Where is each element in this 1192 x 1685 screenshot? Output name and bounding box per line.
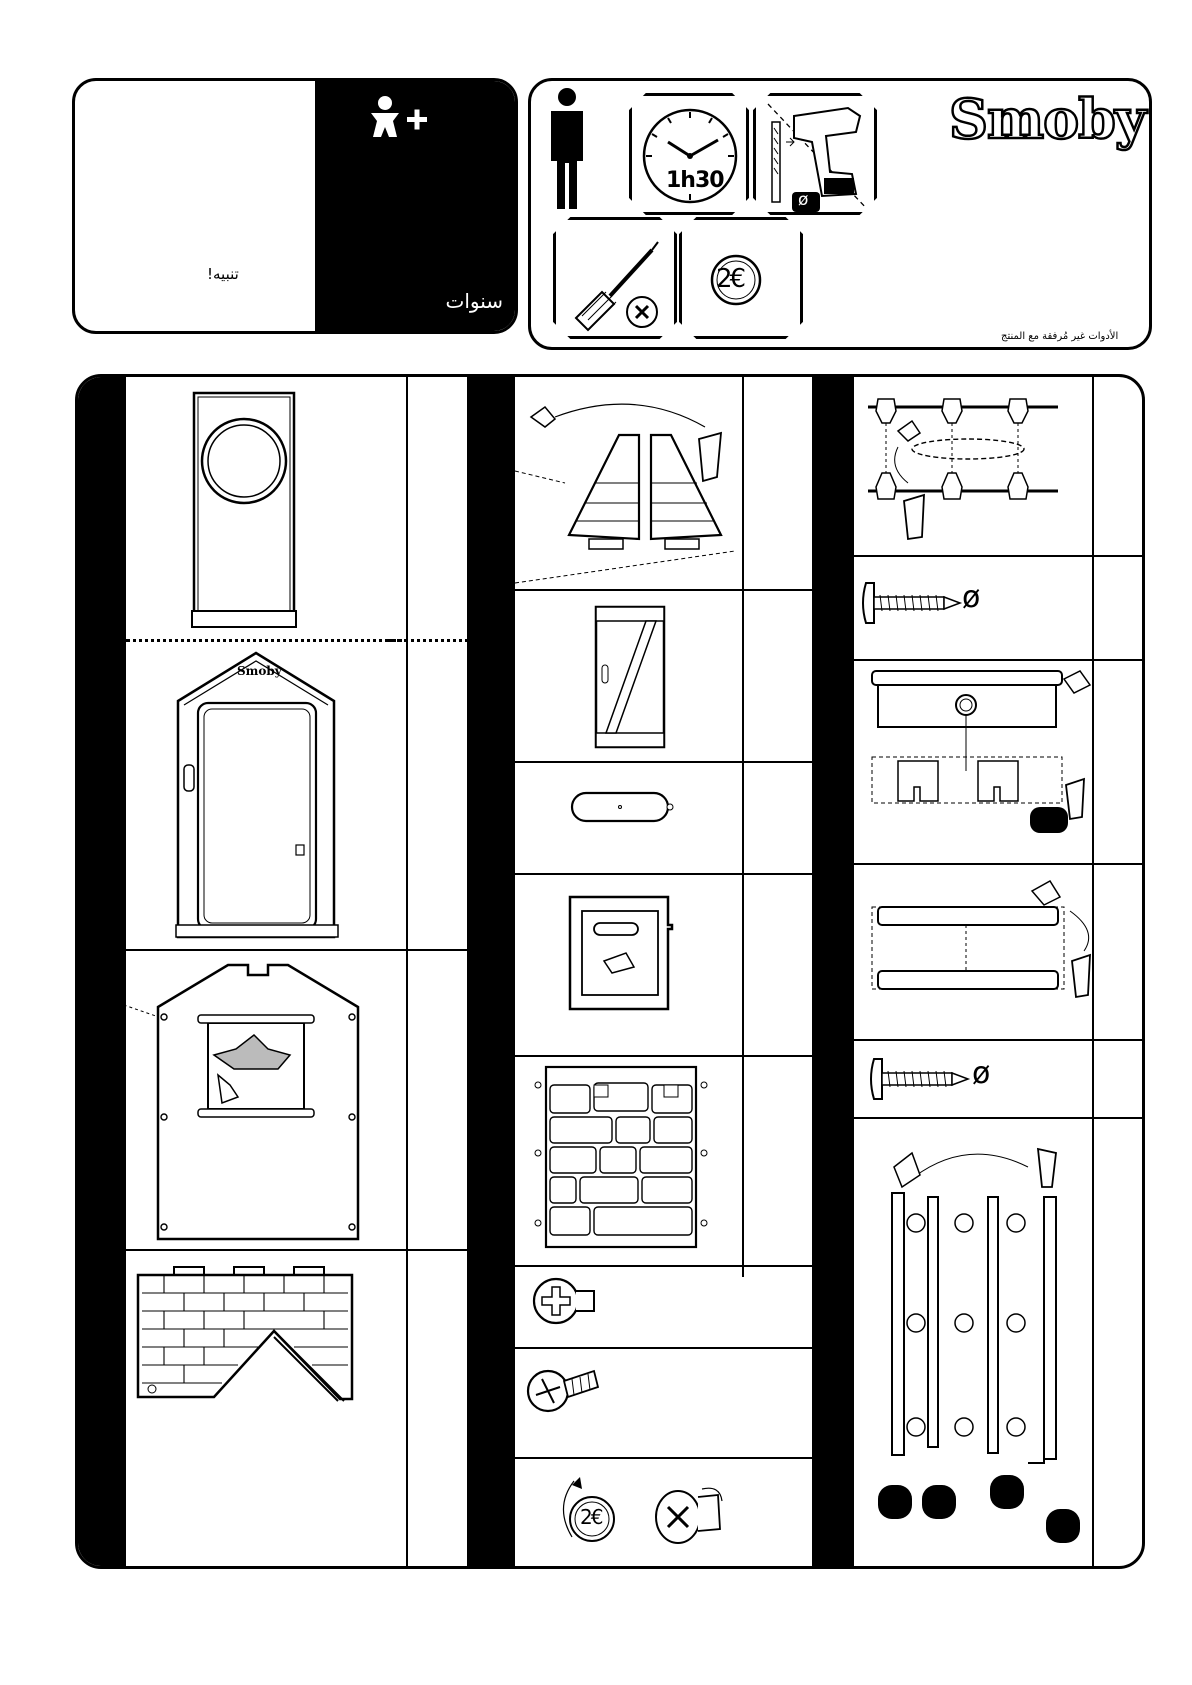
age-unit-label: سنوات bbox=[445, 289, 503, 313]
long-screw-part-2 bbox=[868, 1049, 978, 1109]
parts-sheet: Smoby bbox=[75, 374, 1145, 1569]
back-wall-part bbox=[118, 957, 388, 1243]
child-plus-icon bbox=[367, 95, 437, 141]
warning-panel: سنوات تنبيه! bbox=[72, 78, 518, 334]
door-frame-part bbox=[172, 649, 342, 941]
diameter-symbol-2: ø bbox=[972, 1056, 990, 1091]
rivet-part bbox=[532, 1273, 602, 1329]
brick-gable-part bbox=[134, 1259, 370, 1405]
drill-diameter-symbol: ø bbox=[798, 190, 808, 210]
door-leaf-part bbox=[590, 603, 670, 751]
age-panel: سنوات bbox=[315, 81, 515, 331]
diameter-symbol-1: ø bbox=[962, 580, 980, 615]
fence-rails-part bbox=[868, 1147, 1094, 1467]
coin-label: 2€ bbox=[716, 264, 743, 294]
handle-plate-part bbox=[566, 787, 676, 827]
quantity-badge-rail-2 bbox=[922, 1485, 956, 1519]
rails-part bbox=[858, 871, 1094, 1031]
long-screw-part bbox=[860, 573, 970, 633]
assembly-time-label: 1h30 bbox=[666, 168, 724, 193]
screw-part bbox=[524, 1357, 604, 1417]
quantity-badge-rail-1 bbox=[878, 1485, 912, 1519]
coin-box: 2€ bbox=[679, 217, 803, 339]
coin-label-step: 2€ bbox=[580, 1505, 601, 1529]
clips-part bbox=[858, 387, 1088, 547]
column-2-strip bbox=[467, 377, 515, 1569]
adult-person-icon bbox=[547, 87, 587, 211]
assembly-time-box: 1h30 bbox=[629, 93, 749, 215]
stone-wall-part bbox=[528, 1063, 712, 1253]
coin-unlock-illustration bbox=[552, 1467, 722, 1557]
mailbox-plate-part bbox=[564, 891, 678, 1015]
quantity-badge-rail-3 bbox=[990, 1475, 1024, 1509]
quantity-badge-rail-4 bbox=[1046, 1509, 1080, 1543]
smoby-logo: Smoby bbox=[949, 87, 1145, 151]
screwdriver-icon bbox=[566, 230, 670, 334]
warning-label: تنبيه! bbox=[207, 265, 239, 283]
tools-panel: 1h30 ø 2€ Smoby الأدوات غير مُ bbox=[528, 78, 1152, 350]
door-logo: Smoby bbox=[237, 664, 282, 678]
window-panel-part bbox=[190, 389, 300, 633]
quantity-badge-sill bbox=[1030, 807, 1068, 833]
roof-halves-part bbox=[515, 387, 740, 587]
screwdriver-box bbox=[553, 217, 677, 339]
tools-not-included-note: الأدوات غير مُرفقة مع المنتج bbox=[1001, 331, 1118, 342]
drill-box: ø bbox=[753, 93, 877, 215]
